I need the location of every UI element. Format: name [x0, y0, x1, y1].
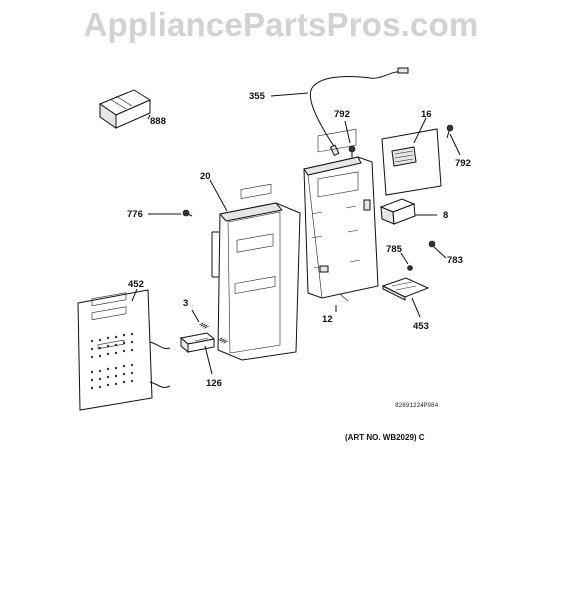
part-452-overlay[interactable]: [77, 289, 171, 411]
part-453-plate[interactable]: [381, 277, 430, 301]
callout-16: 16: [421, 109, 432, 120]
callout-888: 888: [150, 116, 166, 127]
part-126-button[interactable]: [179, 332, 216, 354]
leader-3: [191, 309, 200, 323]
leader-888: [147, 114, 151, 120]
callout-12: 12: [322, 314, 333, 325]
leader-16: [413, 117, 427, 144]
part-783-nut[interactable]: [428, 240, 436, 248]
art-number: (ART NO. WB2029) C: [345, 433, 425, 442]
leader-452: [131, 288, 138, 302]
leader-126: [204, 345, 213, 375]
callout-776: 776: [127, 209, 143, 220]
diagram-code: 82691224P084: [395, 402, 439, 409]
callout-355: 355: [249, 91, 266, 102]
callout-792-right: 792: [455, 158, 471, 169]
callout-8: 8: [443, 210, 448, 221]
part-8-bracket[interactable]: [379, 198, 416, 225]
part-785-screw[interactable]: [407, 265, 413, 271]
part-3-springs[interactable]: [198, 322, 229, 344]
callout-783: 783: [447, 255, 463, 266]
leader-453: [411, 297, 421, 318]
callout-20: 20: [200, 171, 211, 182]
part-355-cable[interactable]: [310, 67, 409, 157]
callout-785: 785: [386, 244, 403, 255]
callout-792-left: 792: [334, 109, 350, 120]
part-20-panel[interactable]: [211, 183, 301, 361]
callout-452: 452: [128, 279, 144, 290]
watermark: AppliancePartsPros.com: [83, 6, 479, 43]
part-776-screw[interactable]: [182, 209, 193, 217]
leader-355: [270, 92, 309, 97]
leader-792-left: [344, 120, 351, 144]
leader-783: [433, 246, 447, 259]
part-792-screw-right[interactable]: [446, 124, 454, 139]
callout-126: 126: [206, 378, 222, 389]
leader-20: [209, 179, 228, 212]
part-16-board[interactable]: [381, 128, 442, 196]
part-888-box[interactable]: [98, 89, 152, 129]
leader-785: [400, 252, 409, 265]
part-12-frame[interactable]: [303, 128, 379, 302]
part-792-screw-left[interactable]: [348, 145, 356, 159]
leader-792-right: [449, 133, 461, 156]
callout-453: 453: [413, 321, 429, 332]
callout-3-text: 3: [183, 298, 188, 309]
